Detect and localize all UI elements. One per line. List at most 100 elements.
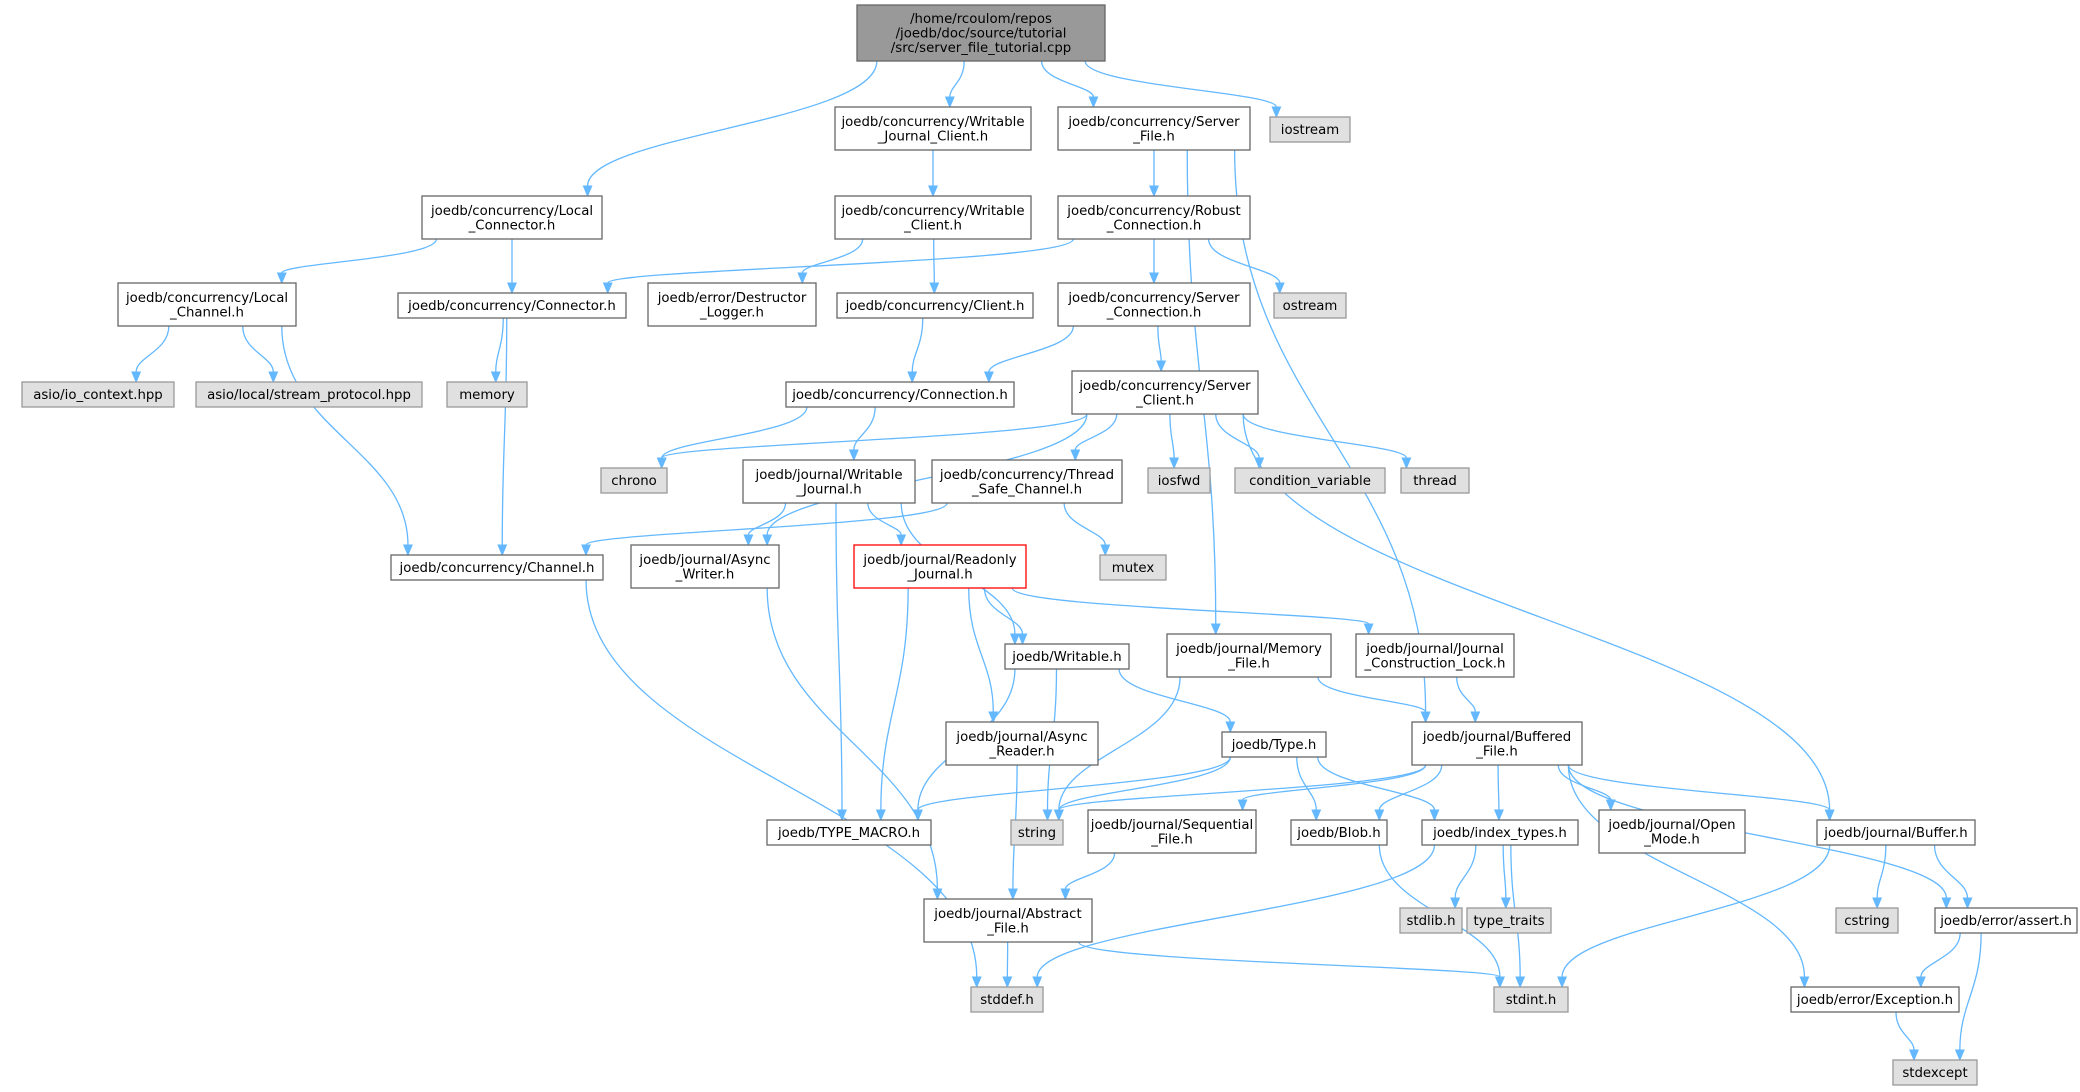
- node-thread: thread: [1400, 467, 1470, 494]
- edge-assert-to-stdexcept: [1954, 932, 1982, 1062]
- edge-bf-to-blob: [1374, 764, 1443, 822]
- node-label-line: joedb/error/Destructor: [657, 291, 807, 306]
- edge-sf-to-robust: [1149, 150, 1159, 198]
- node-connection[interactable]: joedb/concurrency/Connection.h: [785, 381, 1015, 408]
- node-seqf[interactable]: joedb/journal/Sequential_File.h: [1087, 809, 1257, 854]
- node-stdlib: stdlib.h: [1399, 907, 1463, 934]
- node-label-line: joedb/concurrency/Thread: [939, 468, 1114, 483]
- node-chrono: chrono: [600, 467, 668, 494]
- node-ar[interactable]: joedb/journal/Async_Reader.h: [945, 721, 1099, 766]
- node-bf[interactable]: joedb/journal/Buffered_File.h: [1411, 721, 1583, 766]
- node-box: [1400, 467, 1470, 494]
- node-box: [1071, 370, 1259, 415]
- node-label-line: joedb/error/assert.h: [1939, 914, 2072, 929]
- node-box: [1010, 819, 1064, 846]
- node-box: [1934, 907, 2078, 934]
- node-label-line: joedb/concurrency/Connection.h: [791, 388, 1008, 403]
- node-box: [1269, 116, 1351, 143]
- node-lchan[interactable]: joedb/concurrency/Local_Channel.h: [117, 282, 297, 327]
- node-box: [1466, 907, 1552, 934]
- node-wjc[interactable]: joedb/concurrency/Writable_Journal_Clien…: [834, 106, 1032, 151]
- edge-connection-to-chrono: [656, 406, 808, 470]
- edge-robust-to-ostream: [1207, 238, 1285, 295]
- edge-type-to-tmacro: [912, 756, 1231, 822]
- edge-roj-to-tmacro: [875, 587, 909, 822]
- node-sclient[interactable]: joedb/concurrency/Server_Client.h: [1071, 370, 1259, 415]
- node-blob[interactable]: joedb/Blob.h: [1290, 819, 1388, 846]
- node-label-line: joedb/journal/Async: [638, 553, 770, 568]
- node-label-line: iosfwd: [1158, 474, 1201, 489]
- edge-sclient-to-iosfwd: [1169, 413, 1180, 470]
- nodes-layer: /home/rcoulom/repos/joedb/doc/source/tut…: [21, 4, 2078, 1086]
- edge-buffer-to-cstring: [1872, 844, 1887, 910]
- node-absf[interactable]: joedb/journal/Abstract_File.h: [923, 898, 1093, 943]
- node-label-line: asio/io_context.hpp: [33, 388, 163, 403]
- edge-absf-to-stdint: [1077, 941, 1505, 989]
- node-box: [1057, 106, 1251, 151]
- node-label-line: joedb/journal/Journal: [1365, 642, 1504, 657]
- edge-roj-to-writable: [983, 587, 1028, 646]
- node-label-line: _File.h: [1227, 656, 1270, 671]
- node-robust[interactable]: joedb/concurrency/Robust_Connection.h: [1057, 195, 1251, 240]
- node-aw[interactable]: joedb/journal/Async_Writer.h: [630, 544, 780, 589]
- node-label-line: joedb/Blob.h: [1296, 826, 1380, 841]
- node-openmode[interactable]: joedb/journal/Open_Mode.h: [1598, 809, 1746, 854]
- node-label-line: _Journal.h: [795, 482, 861, 497]
- node-box: [117, 282, 297, 327]
- node-box: [834, 195, 1032, 240]
- node-jcl[interactable]: joedb/journal/Journal_Construction_Lock.…: [1355, 633, 1515, 678]
- node-label-line: chrono: [611, 474, 657, 489]
- node-box: [742, 459, 916, 504]
- node-exception[interactable]: joedb/error/Exception.h: [1790, 986, 1960, 1013]
- node-tsc[interactable]: joedb/concurrency/Thread_Safe_Channel.h: [931, 459, 1123, 504]
- node-stdint: stdint.h: [1493, 986, 1569, 1013]
- node-label-line: joedb/Type.h: [1231, 738, 1317, 753]
- node-label-line: _Client.h: [1135, 393, 1194, 408]
- edge-sclient-to-aw: [762, 413, 1088, 547]
- edge-memfile-to-bf: [1317, 676, 1431, 724]
- node-roj[interactable]: joedb/journal/Readonly_Journal.h: [853, 544, 1027, 589]
- node-label-line: joedb/concurrency/Writable: [840, 115, 1024, 130]
- node-sf[interactable]: joedb/concurrency/Server_File.h: [1057, 106, 1251, 151]
- node-box: [1221, 731, 1327, 758]
- node-wcl[interactable]: joedb/concurrency/Writable_Client.h: [834, 195, 1032, 240]
- node-label-line: ostream: [1283, 299, 1338, 314]
- node-label-line: type_traits: [1473, 914, 1544, 929]
- node-itypes[interactable]: joedb/index_types.h: [1421, 819, 1579, 846]
- node-type[interactable]: joedb/Type.h: [1221, 731, 1327, 758]
- node-box: [1057, 282, 1251, 327]
- node-connector[interactable]: joedb/concurrency/Connector.h: [397, 292, 627, 319]
- node-buffer[interactable]: joedb/journal/Buffer.h: [1816, 819, 1976, 846]
- node-stddef: stddef.h: [970, 986, 1044, 1013]
- node-tmacro[interactable]: joedb/TYPE_MACRO.h: [766, 819, 932, 846]
- node-channel[interactable]: joedb/concurrency/Channel.h: [390, 554, 604, 581]
- node-sconn[interactable]: joedb/concurrency/Server_Connection.h: [1057, 282, 1251, 327]
- node-label-line: joedb/journal/Readonly: [862, 553, 1016, 568]
- node-condvar: condition_variable: [1234, 467, 1386, 494]
- node-memfile[interactable]: joedb/journal/Memory_File.h: [1166, 633, 1332, 678]
- edge-connector-to-channel: [497, 317, 508, 557]
- node-assert[interactable]: joedb/error/assert.h: [1934, 907, 2078, 934]
- node-box: [1355, 633, 1515, 678]
- node-lconn[interactable]: joedb/concurrency/Local_Connector.h: [421, 195, 603, 240]
- node-box: [1290, 819, 1388, 846]
- node-box: [1790, 986, 1960, 1013]
- node-box: [1234, 467, 1386, 494]
- edge-robust-to-connector: [602, 238, 1075, 295]
- node-box: [1493, 986, 1569, 1013]
- node-writable[interactable]: joedb/Writable.h: [1004, 643, 1130, 670]
- edge-wcl-to-dlog: [797, 238, 864, 285]
- node-client[interactable]: joedb/concurrency/Client.h: [836, 292, 1034, 319]
- node-box: [390, 554, 604, 581]
- node-wj[interactable]: joedb/journal/Writable_Journal.h: [742, 459, 916, 504]
- node-iostream: iostream: [1269, 116, 1351, 143]
- node-label-line: joedb/concurrency/Server: [1067, 291, 1240, 306]
- node-label-line: joedb/concurrency/Robust: [1066, 204, 1240, 219]
- edge-exception-to-stdexcept: [1895, 1011, 1919, 1062]
- node-label-line: _File.h: [1132, 129, 1175, 144]
- node-dlog[interactable]: joedb/error/Destructor_Logger.h: [647, 282, 817, 327]
- node-label-line: cstring: [1844, 914, 1889, 929]
- node-box: [1399, 907, 1463, 934]
- edge-itypes-to-ttraits: [1500, 844, 1511, 910]
